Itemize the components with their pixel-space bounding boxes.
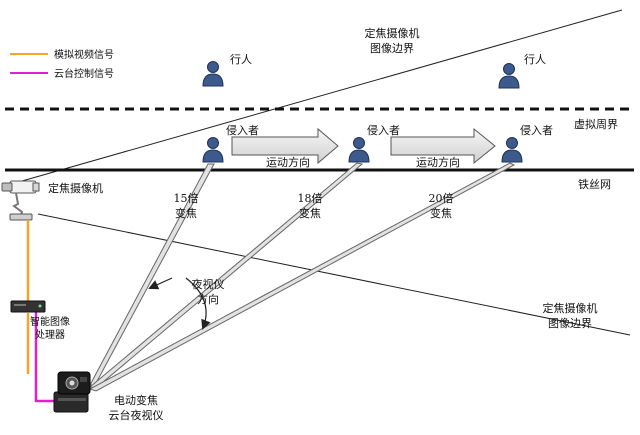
pedestrian-1-label: 行人	[230, 53, 252, 66]
pedestrian-2-person-icon	[498, 63, 520, 89]
zoom-20x-sub: 变焦	[430, 206, 452, 220]
image-processor-label-1: 智能图像	[30, 315, 70, 328]
zoom-18x-value: 18倍	[298, 191, 323, 205]
intruder-1-label: 侵入者	[226, 124, 259, 137]
ptz-night-vision-camera-icon	[53, 371, 91, 413]
fixed-camera-boundary-bottom-line	[37, 213, 631, 336]
night-vision-direction-label-1: 夜视仪	[192, 277, 225, 291]
image-processor-icon	[10, 300, 46, 313]
motion-arrow-1-shape	[231, 127, 339, 165]
zoom-15x-sub: 变焦	[175, 206, 197, 220]
intruder-3-person-icon	[501, 137, 523, 163]
night-vision-direction-arc-start	[148, 277, 173, 290]
intruder-1-person-icon	[202, 137, 224, 163]
zoom-20x-value: 20倍	[429, 191, 454, 205]
pedestrian-2-label: 行人	[524, 53, 546, 66]
fence-label: 铁丝网	[578, 178, 611, 191]
image-processor-label-2: 处理器	[35, 329, 65, 341]
boundary-bottom-label-2: 图像边界	[548, 317, 592, 330]
motion-arrow-2-shape	[390, 127, 496, 165]
intruder-2-label: 侵入者	[367, 124, 400, 137]
zoom-beam-20x	[88, 162, 516, 392]
zoom-18x-sub: 变焦	[299, 206, 321, 220]
legend-ptz-control-label: 云台控制信号	[54, 67, 114, 80]
virtual-perimeter-label: 虚拟周界	[574, 117, 618, 131]
fixed-camera-label: 定焦摄像机	[48, 181, 103, 195]
motion-direction-label-1: 运动方向	[266, 155, 310, 169]
motion-arrow-1	[231, 127, 339, 165]
fixed-camera-boundary-top-line	[7, 9, 623, 186]
intruder-3-label: 侵入者	[520, 124, 553, 137]
boundary-top-label-1: 定焦摄像机	[365, 26, 420, 40]
boundary-bottom-label-1: 定焦摄像机	[543, 301, 598, 315]
legend-analog-video-label: 模拟视频信号	[54, 48, 114, 61]
ptz-control-signal-line	[34, 312, 56, 403]
intruder-2-person-icon	[348, 137, 370, 163]
night-vision-direction-label-2: 方向	[197, 292, 219, 306]
boundary-top-label-2: 图像边界	[370, 42, 414, 55]
motion-direction-label-2: 运动方向	[416, 155, 460, 169]
ptz-night-vision-label-1: 电动变焦	[114, 393, 158, 407]
ptz-night-vision-label-2: 云台夜视仪	[109, 408, 164, 422]
motion-arrow-2	[390, 127, 496, 165]
pedestrian-1-person-icon	[202, 61, 224, 87]
zoom-15x-value: 15倍	[174, 191, 199, 205]
night-vision-direction-arc	[185, 277, 211, 330]
fixed-camera-icon	[1, 180, 40, 221]
zoom-beams	[88, 162, 516, 392]
